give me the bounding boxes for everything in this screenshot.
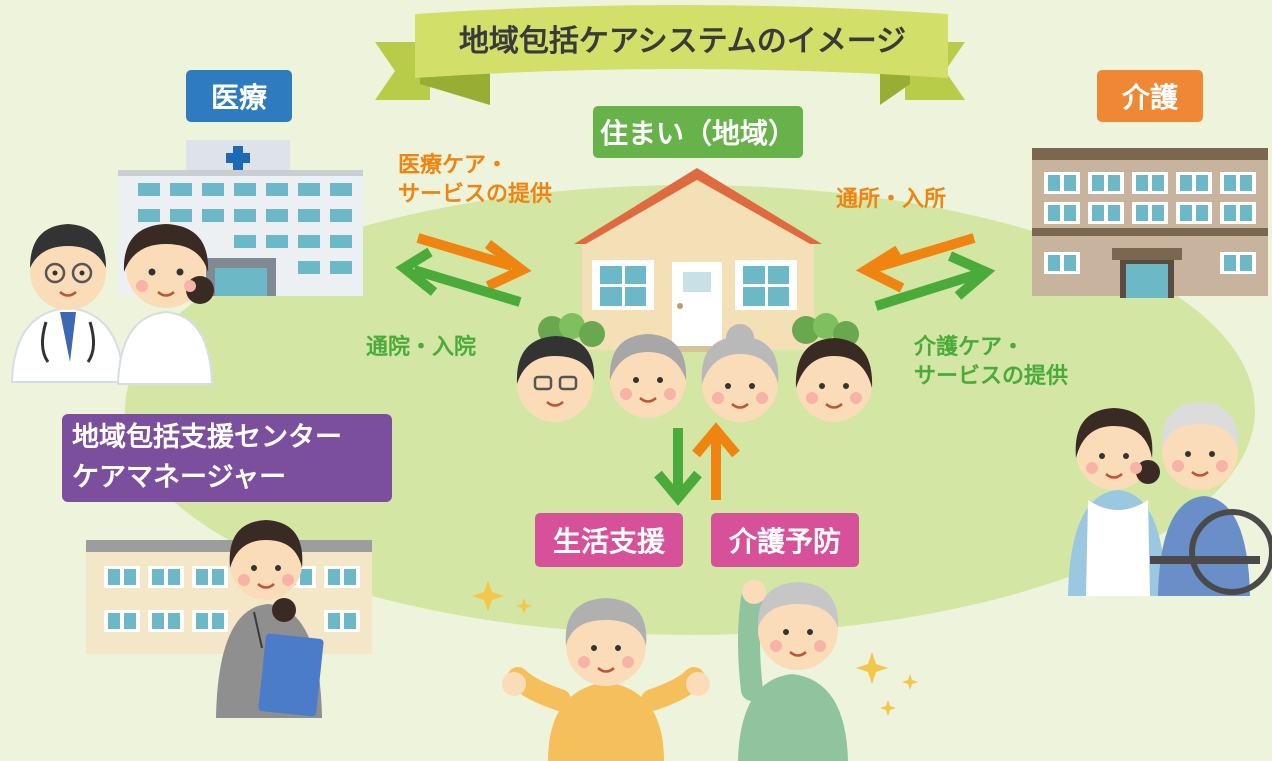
family-icon <box>516 324 873 422</box>
banner-ribbon <box>375 5 965 105</box>
hospital-visit-text: 通院・入院 <box>366 335 477 360</box>
nursing-care-line1: 介護ケア・ <box>914 335 1025 360</box>
caregiver-icon <box>1068 408 1166 596</box>
hospital-visit-arrow <box>395 247 522 307</box>
support-center-line2: ケアマネージャー <box>72 462 287 493</box>
nursing-care-arrow <box>874 251 996 311</box>
support-center-line1: 地域包括支援センター <box>72 422 342 453</box>
house-icon <box>574 168 822 352</box>
sparkle-icon <box>472 580 918 716</box>
medical-care-text: 医療ケア・ サービスの提供 <box>398 152 552 209</box>
community-ellipse <box>125 185 1255 635</box>
prevention-label: 介護予防 <box>711 513 859 567</box>
bush-icon <box>538 313 859 347</box>
medical-care-arrow <box>416 233 532 291</box>
care-facility-icon <box>1032 148 1268 298</box>
life-support-label: 生活支援 <box>535 513 683 567</box>
nursing-care-line2: サービスの提供 <box>914 363 1069 389</box>
doctor-icon <box>10 224 126 383</box>
hospital-icon <box>118 140 363 296</box>
facility-visit-text: 通所・入所 <box>836 187 947 212</box>
care-manager-icon <box>216 520 324 718</box>
care-label: 介護 <box>1097 70 1203 122</box>
medical-label: 医療 <box>186 70 292 122</box>
prevention-arrow <box>692 422 740 500</box>
nursing-care-text: 介護ケア・ サービスの提供 <box>914 334 1068 391</box>
medical-care-line1: 医療ケア・ <box>398 153 509 178</box>
active-elderly-icon <box>502 580 848 761</box>
facility-visit-arrow <box>855 233 976 293</box>
life-support-arrow <box>654 428 702 506</box>
support-center-label: 地域包括支援センター ケアマネージャー <box>62 414 392 502</box>
medical-care-line2: サービスの提供 <box>398 181 553 207</box>
wheelchair-icon <box>1150 402 1272 596</box>
housing-label: 住まい（地域） <box>593 106 803 158</box>
banner-title: 地域包括ケアシステムのイメージ <box>458 24 907 59</box>
nurse-icon <box>116 224 214 385</box>
